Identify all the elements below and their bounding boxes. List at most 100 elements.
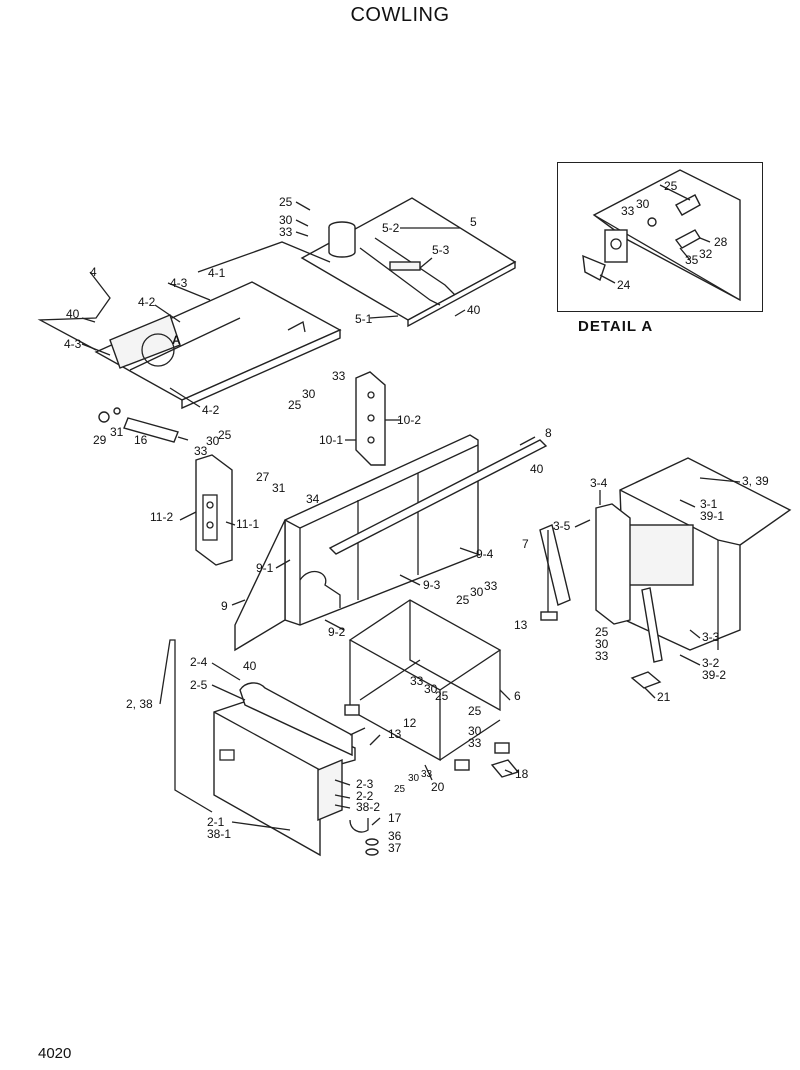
label-33: 33	[484, 579, 498, 593]
label-4-2: 4-2	[202, 403, 220, 417]
bracket-10	[355, 371, 386, 466]
hood-panel-4	[94, 281, 342, 410]
label-18: 18	[515, 767, 529, 781]
roof-cover-5	[300, 197, 517, 328]
label-13: 13	[514, 618, 528, 632]
label-33: 33	[279, 225, 293, 239]
label-11-2: 11-2	[150, 510, 173, 524]
label-30: 30	[408, 773, 420, 784]
label-39-1: 39-1	[700, 509, 724, 523]
label-32: 32	[699, 247, 713, 261]
label-5: 5	[470, 215, 477, 229]
label-3-2: 3-2	[702, 656, 720, 670]
label-30: 30	[279, 213, 293, 227]
label-38-1: 38-1	[207, 827, 231, 841]
label-40: 40	[66, 307, 80, 321]
label-20: 20	[431, 780, 445, 794]
label-9: 9	[221, 599, 228, 613]
side-cowl-3	[619, 457, 792, 651]
stay-rod-16	[98, 407, 189, 443]
label-11-1: 11-1	[236, 517, 259, 531]
label-7: 7	[522, 537, 529, 551]
label-5-1: 5-1	[355, 312, 373, 326]
label-2-4: 2-4	[190, 655, 208, 669]
detail-a-hinge	[582, 169, 741, 302]
label-35: 35	[685, 253, 699, 267]
label-2-2: 2-2	[356, 789, 374, 803]
stay-7	[539, 524, 571, 621]
detail-a-frame	[557, 162, 763, 312]
label-40: 40	[243, 659, 257, 673]
page-title: COWLING	[350, 4, 450, 26]
label-25: 25	[218, 428, 232, 442]
label-29: 29	[93, 433, 107, 447]
label-13: 13	[388, 727, 402, 741]
label-6: 6	[514, 689, 521, 703]
label-28: 28	[714, 235, 728, 249]
frame-6	[344, 599, 510, 771]
label-3-39: 3, 39	[742, 474, 769, 488]
label-25: 25	[394, 784, 406, 795]
label-9-4: 9-4	[476, 547, 494, 561]
bracket-11	[195, 454, 233, 566]
label-39-2: 39-2	[702, 668, 726, 682]
rail-8	[328, 439, 548, 555]
label-33: 33	[194, 444, 208, 458]
handle-17	[349, 818, 379, 856]
label-30: 30	[206, 434, 220, 448]
label-5-2: 5-2	[382, 221, 400, 235]
leader-lines	[37, 184, 741, 831]
label-3-1: 3-1	[700, 497, 718, 511]
label-10-2: 10-2	[397, 413, 421, 427]
label-8: 8	[545, 426, 552, 440]
label-16: 16	[134, 433, 148, 447]
label-9-3: 9-3	[423, 578, 441, 592]
label-25: 25	[288, 398, 302, 412]
label-17: 17	[388, 811, 402, 825]
label-3-4: 3-4	[590, 476, 608, 490]
cylinder-5-2	[328, 221, 356, 258]
label-25: 25	[664, 179, 678, 193]
panel-3-4	[595, 503, 631, 625]
label-4: 4	[90, 265, 97, 279]
label-2-38: 2, 38	[126, 697, 153, 711]
label-33: 33	[468, 736, 482, 750]
label-10-1: 10-1	[319, 433, 343, 447]
label-24: 24	[617, 278, 631, 292]
label-2-5: 2-5	[190, 678, 208, 692]
label-30: 30	[470, 585, 484, 599]
label-33: 33	[421, 769, 433, 780]
label-3-3: 3-3	[702, 630, 720, 644]
label-5-3: 5-3	[432, 243, 450, 257]
label-25: 25	[468, 704, 482, 718]
label-40: 40	[467, 303, 481, 317]
label-33: 33	[410, 674, 424, 688]
label-12: 12	[403, 716, 417, 730]
label-36: 36	[388, 829, 402, 843]
label-25: 25	[456, 593, 470, 607]
label-27: 27	[256, 470, 270, 484]
label-37: 37	[388, 841, 402, 855]
label-4-1: 4-1	[208, 266, 226, 280]
label-33: 33	[595, 649, 609, 663]
label-30: 30	[424, 682, 438, 696]
label-3-5: 3-5	[553, 519, 571, 533]
label-40: 40	[530, 462, 544, 476]
callout-a: A	[172, 333, 181, 347]
page-number: 4020	[38, 1045, 72, 1062]
label-4-3: 4-3	[64, 337, 82, 351]
label-30: 30	[468, 724, 482, 738]
label-38-2: 38-2	[356, 800, 380, 814]
label-2-1: 2-1	[207, 815, 225, 829]
label-30: 30	[636, 197, 650, 211]
label-34: 34	[306, 492, 320, 506]
label-25: 25	[595, 625, 609, 639]
label-30: 30	[302, 387, 316, 401]
label-33: 33	[332, 369, 346, 383]
label-2-3: 2-3	[356, 777, 374, 791]
label-31: 31	[272, 481, 286, 495]
label-9-2: 9-2	[328, 625, 346, 639]
stay-21	[630, 587, 663, 689]
label-25: 25	[435, 689, 449, 703]
